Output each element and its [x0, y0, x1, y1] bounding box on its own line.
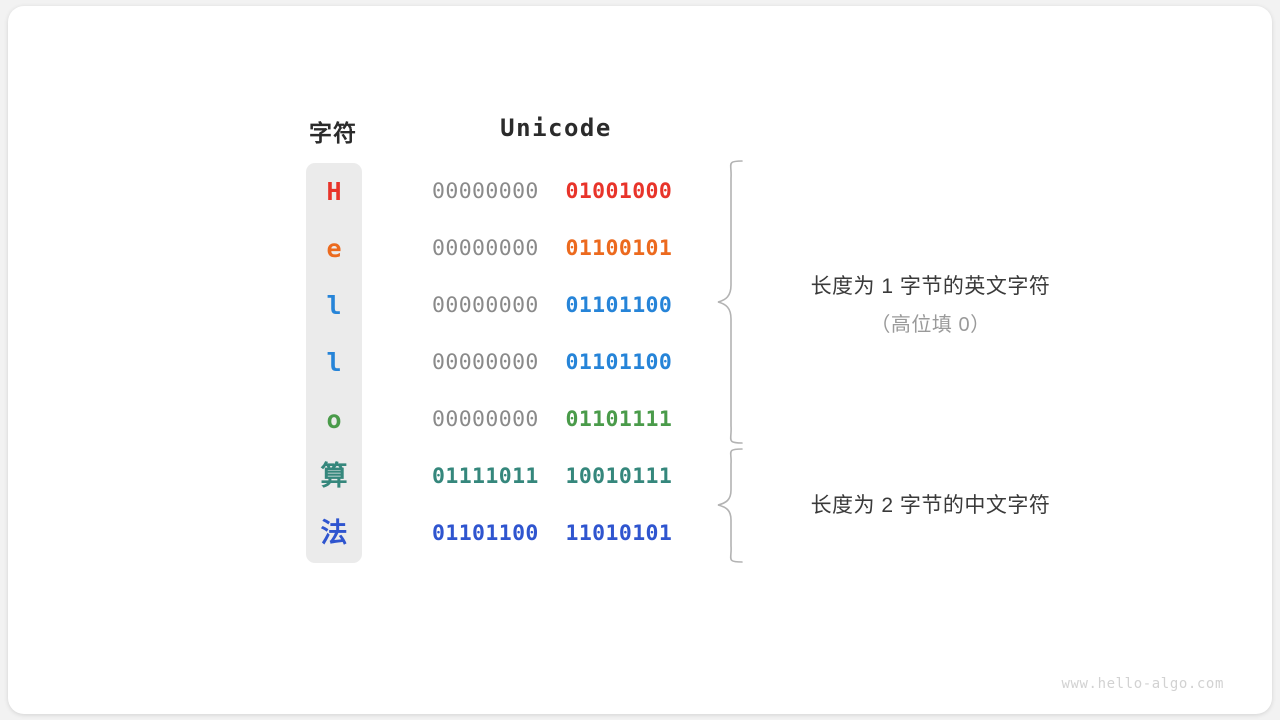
- annotation-chinese: 长度为 2 字节的中文字符: [768, 489, 1093, 519]
- encoding-row: e 00000000 01100101: [306, 220, 726, 277]
- row-character: o: [326, 405, 342, 434]
- column-header-unicode: Unicode: [500, 114, 612, 142]
- brace-english-group: [717, 160, 743, 444]
- row-low-byte: 01001000: [565, 179, 673, 204]
- encoding-row: 法 01101100 11010101: [306, 505, 726, 562]
- row-character: l: [326, 291, 342, 320]
- encoding-row: l 00000000 01101100: [306, 334, 726, 391]
- row-unicode-bits: 00000000 01101100: [362, 293, 726, 318]
- row-low-byte: 10010111: [565, 464, 673, 489]
- row-low-byte: 01101111: [565, 407, 673, 432]
- annotation-chinese-main: 长度为 2 字节的中文字符: [810, 494, 1051, 517]
- encoding-row: l 00000000 01101100: [306, 277, 726, 334]
- row-unicode-bits: 00000000 01100101: [362, 236, 726, 261]
- row-unicode-bits: 00000000 01101100: [362, 350, 726, 375]
- row-unicode-bits: 01111011 10010111: [362, 464, 726, 489]
- row-low-byte: 01101100: [565, 293, 673, 318]
- character-column-backdrop: [306, 163, 362, 563]
- row-unicode-bits: 00000000 01101111: [362, 407, 726, 432]
- row-high-byte: 00000000: [432, 179, 539, 204]
- encoding-row: 算 01111011 10010111: [306, 448, 726, 505]
- row-character: 算: [320, 461, 348, 491]
- row-low-byte: 11010101: [565, 521, 673, 546]
- row-low-byte: 01101100: [565, 350, 673, 375]
- encoding-row: H 00000000 01001000: [306, 163, 726, 220]
- row-character: e: [326, 234, 342, 263]
- row-unicode-bits: 01101100 11010101: [362, 521, 726, 546]
- encoding-row: o 00000000 01101111: [306, 391, 726, 448]
- row-character: 法: [320, 518, 348, 548]
- row-high-byte: 01111011: [432, 464, 539, 489]
- row-character: H: [326, 177, 342, 206]
- row-unicode-bits: 00000000 01001000: [362, 179, 726, 204]
- brace-chinese-group: [717, 448, 743, 563]
- row-character: l: [326, 348, 342, 377]
- row-high-byte: 00000000: [432, 236, 539, 261]
- row-high-byte: 00000000: [432, 407, 539, 432]
- row-high-byte: 00000000: [432, 293, 539, 318]
- row-high-byte: 00000000: [432, 350, 539, 375]
- watermark: www.hello-algo.com: [1061, 676, 1224, 692]
- annotation-english-main: 长度为 1 字节的英文字符: [810, 275, 1051, 298]
- annotation-english: 长度为 1 字节的英文字符 （高位填 0）: [768, 270, 1093, 337]
- row-low-byte: 01100101: [565, 236, 673, 261]
- figure-card: [8, 6, 1272, 714]
- row-high-byte: 01101100: [432, 521, 539, 546]
- annotation-english-sub: （高位填 0）: [870, 314, 991, 336]
- column-header-character: 字符: [309, 120, 357, 146]
